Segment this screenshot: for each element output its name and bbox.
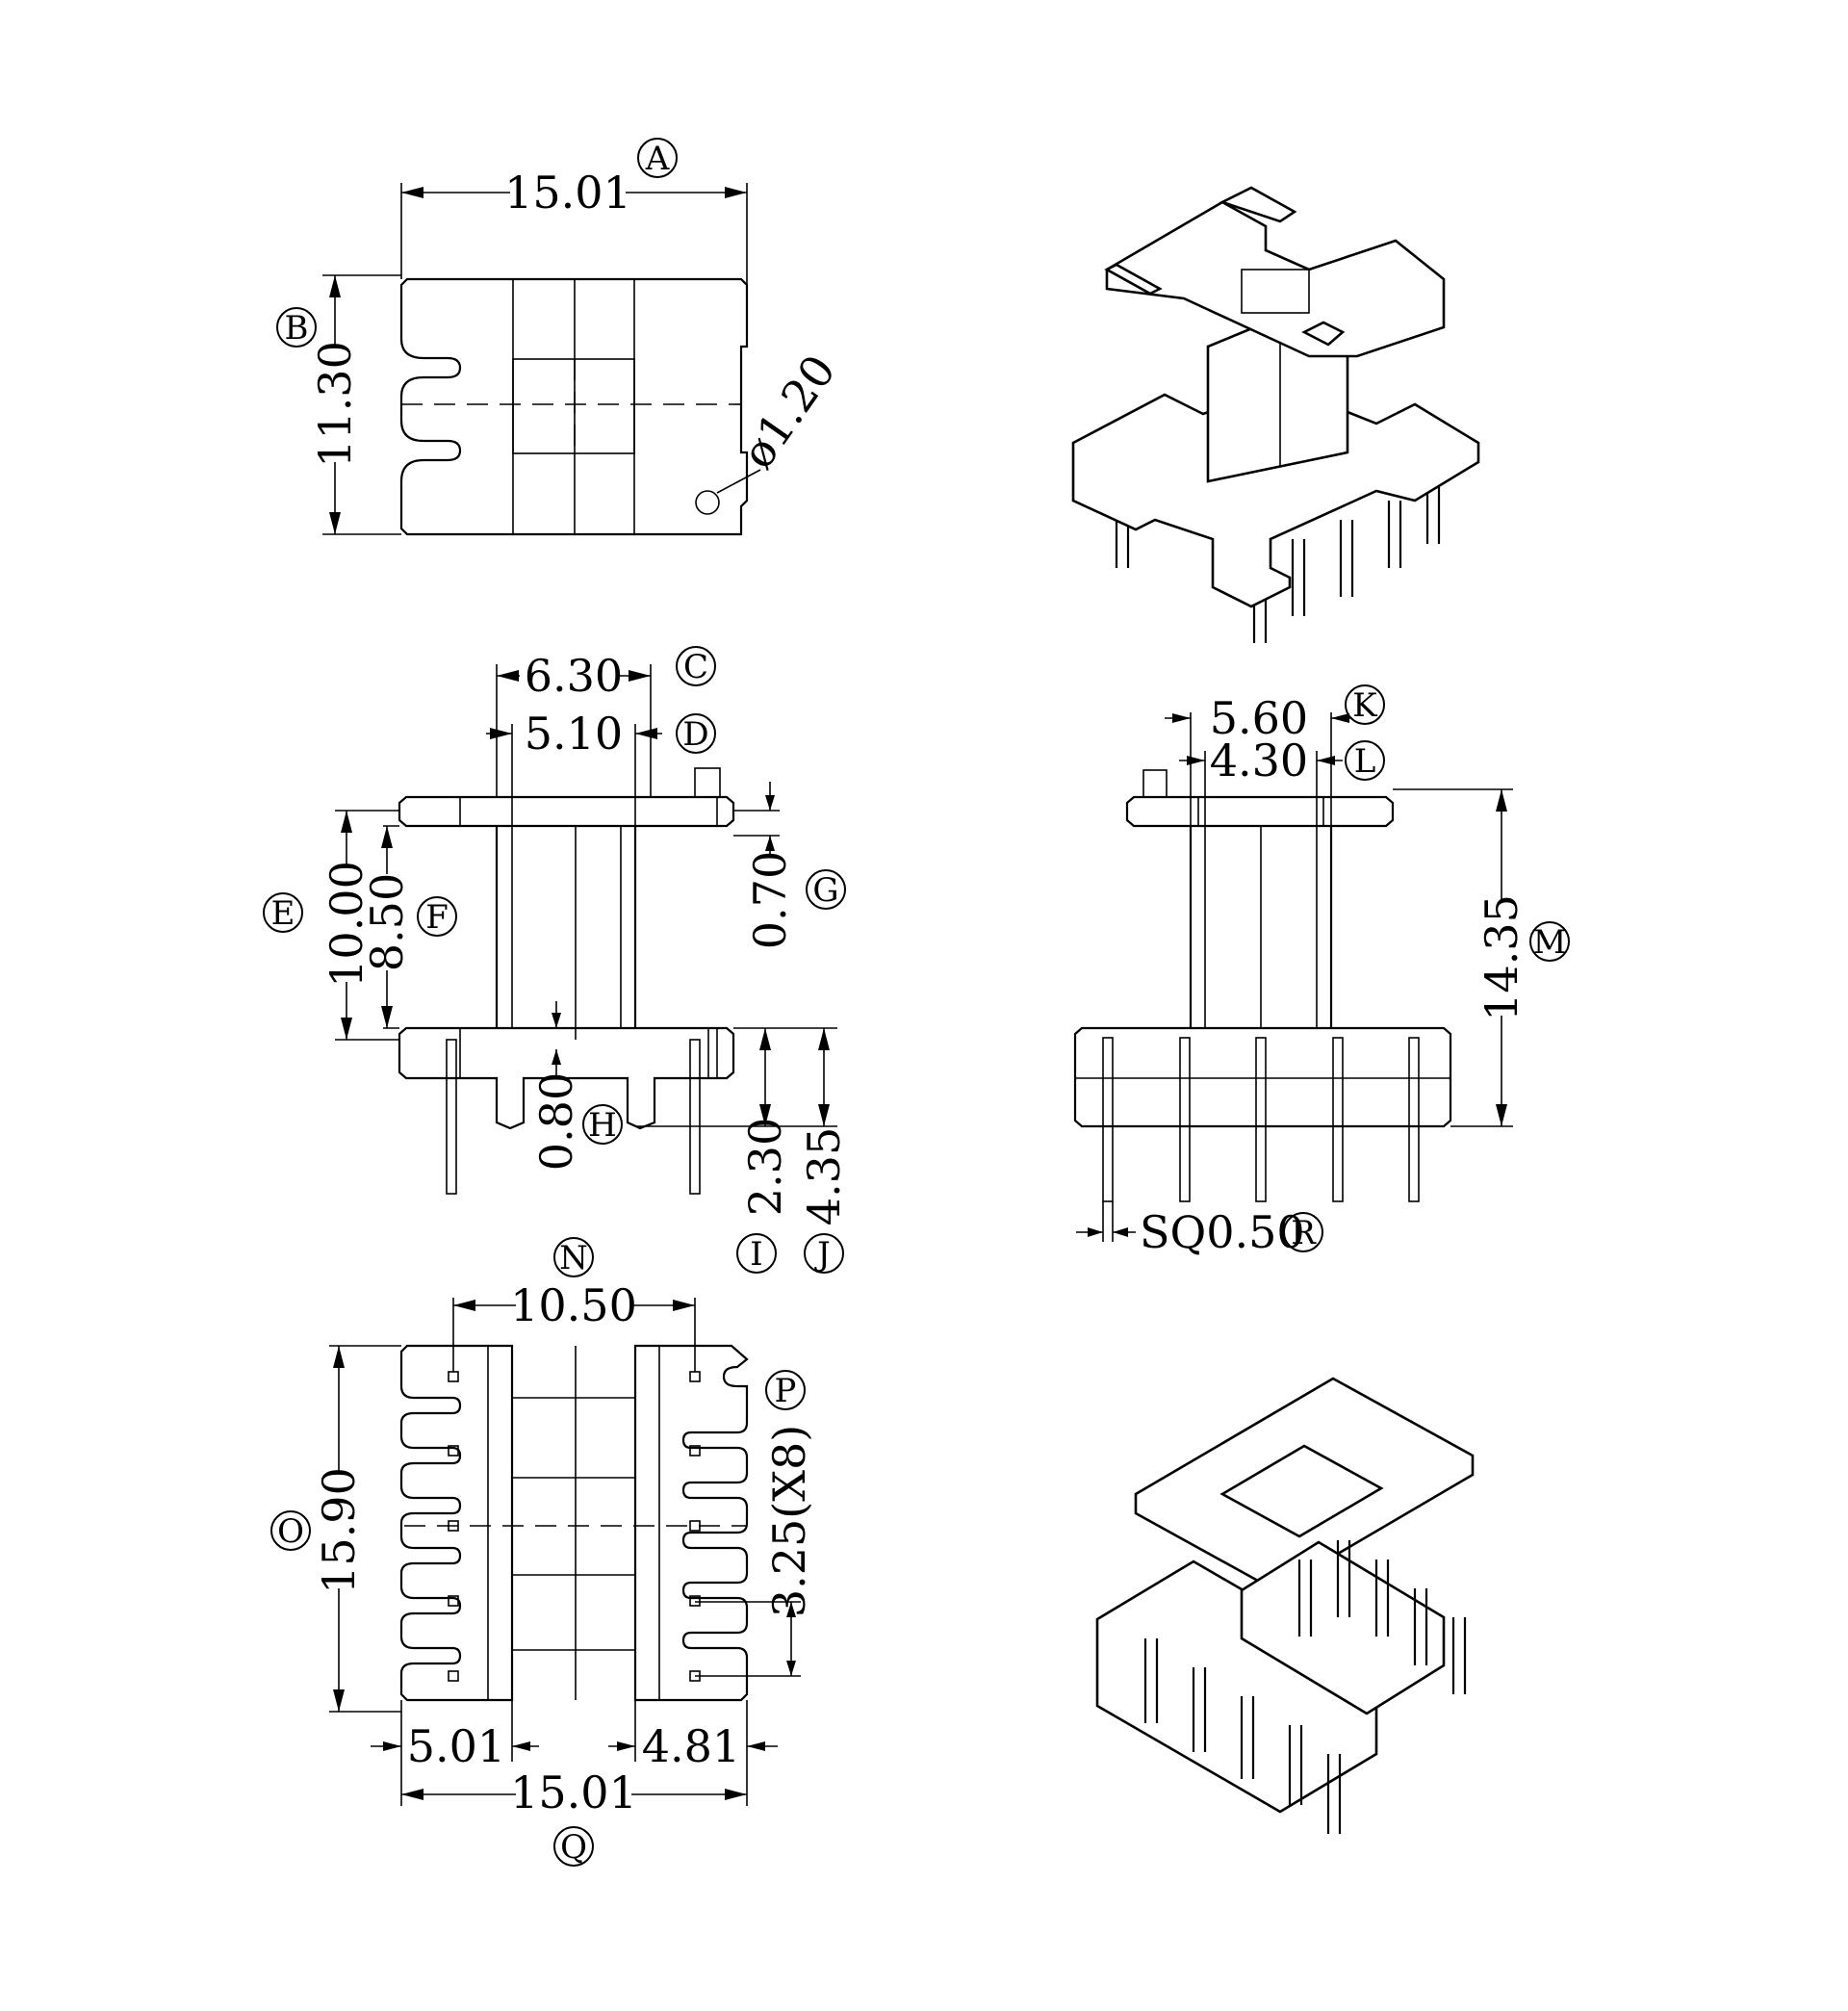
dim-l-label: L: [1354, 742, 1376, 781]
dim-a-label: A: [645, 140, 670, 178]
dim-g-label: G: [812, 871, 838, 910]
dim-f-label: F: [425, 898, 449, 937]
front-view: 6.30 C 5.10 D 10.00 E 8.50 F: [263, 646, 850, 1274]
dim-d-value: 5.10: [525, 708, 623, 760]
dim-i-label: I: [750, 1235, 762, 1274]
top-view: 15.01 A 11.30 B ø1.20: [276, 138, 846, 536]
isometric-view-bottom: [1095, 1377, 1475, 1834]
dim-n-label: N: [559, 1239, 588, 1277]
dim-o-label: O: [277, 1512, 304, 1551]
dim-n-value: 10.50: [510, 1279, 637, 1331]
dim-h-label: H: [588, 1106, 617, 1145]
dim-r-value: SQ0.50: [1140, 1206, 1305, 1258]
hole-diameter-value: ø1.20: [732, 346, 846, 478]
dim-e-label: E: [271, 894, 295, 933]
dim-r-label: R: [1291, 1214, 1317, 1252]
dim-g-value: 0.70: [744, 851, 796, 949]
dim-o-value: 15.90: [313, 1467, 365, 1594]
dim-l-value: 4.30: [1210, 735, 1308, 786]
dim-i-value: 2.30: [739, 1118, 791, 1216]
dim-c-value: 6.30: [525, 650, 623, 702]
dim-c-label: C: [683, 648, 708, 686]
dim-p-label: P: [775, 1372, 797, 1410]
bottom-view: 10.50 N 15.90 O 3.25(X8) P 5.01: [270, 1237, 815, 1867]
isometric-view-top: [1071, 186, 1480, 643]
dim-h-value: 0.80: [530, 1072, 582, 1171]
dim-a-value: 15.01: [504, 167, 631, 219]
dim-q-label: Q: [560, 1828, 587, 1867]
dim-f-value: 8.50: [361, 873, 413, 971]
side-view: 5.60 K 4.30 L 14.35 M SQ0.50 R: [1073, 684, 1570, 1258]
dim-m-value: 14.35: [1476, 894, 1527, 1021]
dim-k-value: 5.60: [1210, 692, 1308, 744]
dim-k-label: K: [1352, 686, 1377, 725]
dim-j-label: J: [814, 1235, 831, 1274]
dim-e-value: 10.00: [321, 861, 372, 988]
dim-b-label: B: [285, 309, 309, 348]
dim-q-value: 15.01: [510, 1766, 637, 1818]
dim-b-value: 11.30: [309, 341, 361, 468]
left-width-value: 5.01: [407, 1720, 505, 1772]
dim-j-value: 4.35: [798, 1127, 850, 1225]
dim-p-value: 3.25(X8): [763, 1425, 815, 1617]
dim-m-label: M: [1533, 923, 1567, 962]
dim-d-label: D: [682, 715, 708, 754]
right-width-value: 4.81: [642, 1720, 740, 1772]
